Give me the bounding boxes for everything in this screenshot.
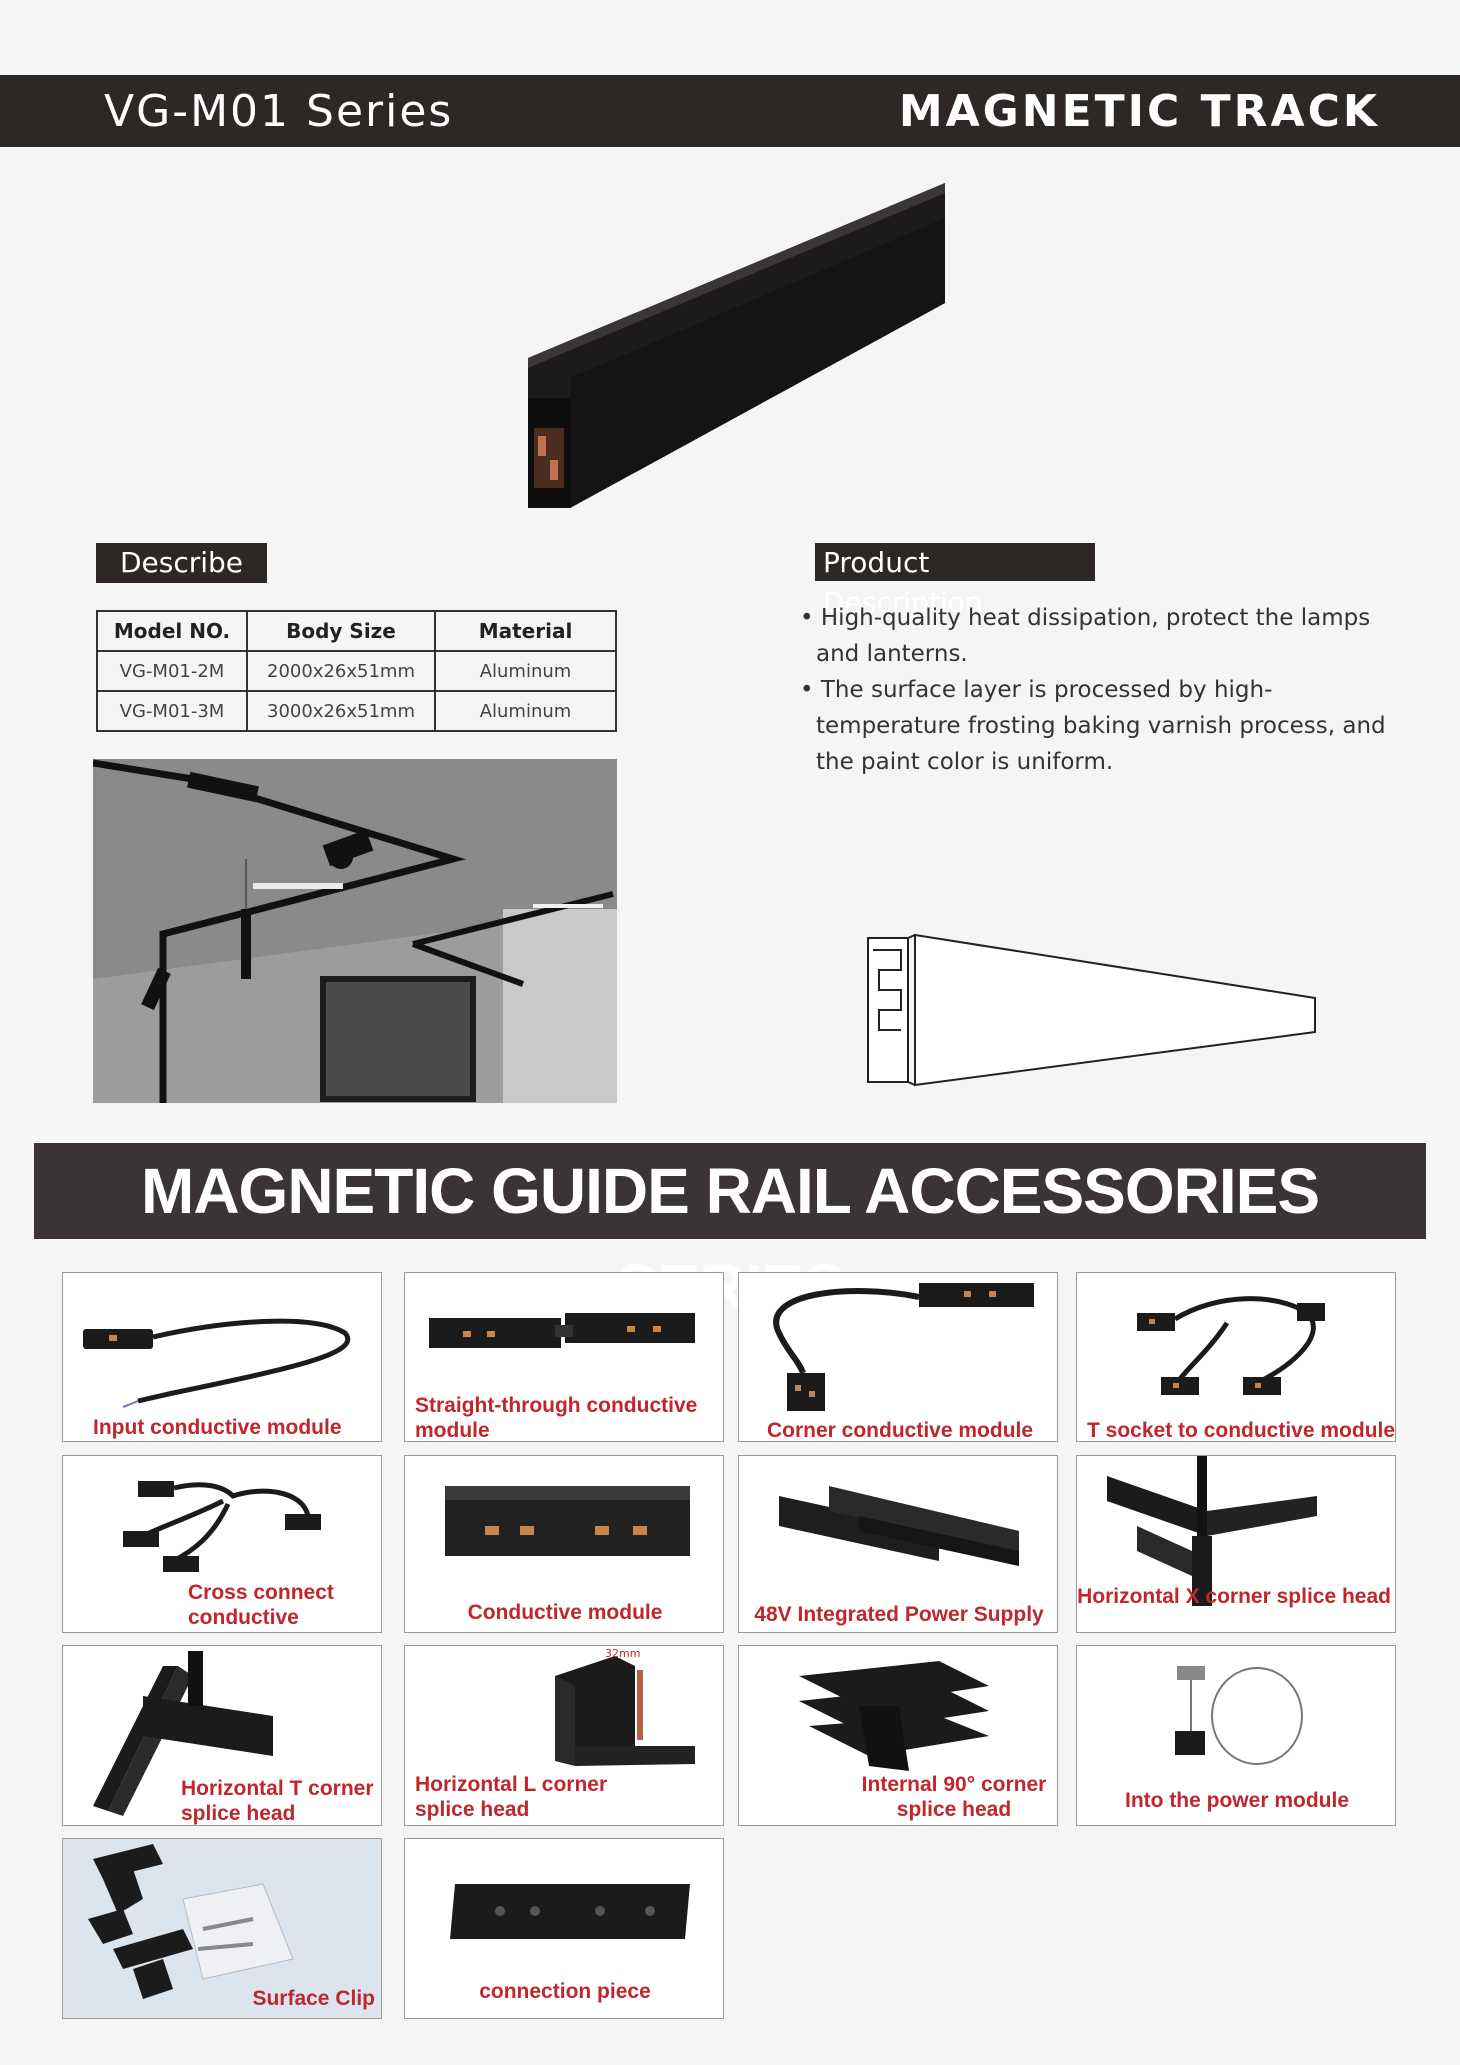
accessory-card-straight-through: Straight-through conductive module bbox=[404, 1272, 724, 1442]
accessory-image bbox=[779, 1486, 1019, 1566]
accessory-caption: Horizontal X corner splice head bbox=[1077, 1585, 1391, 1608]
accessory-image bbox=[1137, 1296, 1325, 1395]
column-header: Model NO. bbox=[96, 610, 248, 652]
accessory-image: 32mm bbox=[555, 1647, 695, 1766]
accessory-image bbox=[1107, 1456, 1317, 1606]
table-row: VG-M01-2M 2000x26x51mm Aluminum bbox=[96, 650, 617, 692]
dimension-label: 32mm bbox=[605, 1647, 640, 1660]
accessory-card-corner-conductive-module: Corner conductive module bbox=[738, 1272, 1058, 1442]
accessory-card-surface-clip: Surface Clip bbox=[62, 1838, 382, 2019]
track-profile-drawing bbox=[867, 933, 1316, 1087]
accessory-image bbox=[123, 1481, 321, 1572]
accessory-image bbox=[799, 1661, 989, 1771]
accessory-image bbox=[63, 1839, 381, 2018]
accessory-card-horizontal-t-corner: Horizontal T corner splice head bbox=[62, 1645, 382, 1826]
accessory-caption: Straight-through conductive module bbox=[415, 1394, 698, 1442]
column-header: Body Size bbox=[246, 610, 436, 652]
accessory-card-horizontal-l-corner: 32mm Horizontal L corner splice head bbox=[404, 1645, 724, 1826]
track-product-image bbox=[528, 183, 945, 508]
table-cell: Aluminum bbox=[434, 650, 617, 692]
table-cell: VG-M01-3M bbox=[96, 690, 248, 732]
accessory-image bbox=[1175, 1666, 1303, 1765]
accessory-caption: connection piece bbox=[479, 1980, 651, 2003]
accessory-card-input-conductive-module: Input conductive module bbox=[62, 1272, 382, 1442]
table-cell: VG-M01-2M bbox=[96, 650, 248, 692]
accessory-card-conductive-module: Conductive module bbox=[404, 1455, 724, 1633]
accessory-caption: 48V Integrated Power Supply bbox=[754, 1603, 1044, 1626]
accessory-image bbox=[773, 1283, 1034, 1411]
accessory-card-connection-piece: connection piece bbox=[404, 1838, 724, 2019]
accessory-card-internal-90-corner: Internal 90° corner splice head bbox=[738, 1645, 1058, 1826]
accessory-image bbox=[450, 1884, 690, 1939]
accessory-image bbox=[429, 1313, 695, 1348]
accessory-image bbox=[93, 1651, 273, 1816]
table-row: VG-M01-3M 3000x26x51mm Aluminum bbox=[96, 690, 617, 732]
accessory-image bbox=[445, 1486, 690, 1556]
description-bullet: • High-quality heat dissipation, protect… bbox=[800, 605, 1371, 667]
category-title: MAGNETIC TRACK bbox=[898, 86, 1380, 137]
accessory-caption: Surface Clip bbox=[252, 1987, 375, 2010]
accessory-caption: Input conductive module bbox=[93, 1416, 342, 1439]
installation-photo bbox=[93, 759, 617, 1103]
accessory-card-cross-connect: Cross connect conductive module bbox=[62, 1455, 382, 1633]
product-description-label: Product Description bbox=[815, 543, 1095, 619]
column-header: Material bbox=[434, 610, 617, 652]
table-cell: 2000x26x51mm bbox=[246, 650, 436, 692]
table-cell: 3000x26x51mm bbox=[246, 690, 436, 732]
accessories-banner bbox=[34, 1143, 1426, 1239]
header-bar bbox=[0, 75, 1460, 147]
accessory-caption: Into the power module bbox=[1125, 1789, 1349, 1812]
accessory-card-horizontal-x-corner: Horizontal X corner splice head bbox=[1076, 1455, 1396, 1633]
description-list: • High-quality heat dissipation, protect… bbox=[800, 600, 1400, 780]
accessory-caption: Horizontal T corner splice head bbox=[181, 1777, 374, 1825]
accessory-caption: Internal 90° corner splice head bbox=[861, 1773, 1047, 1821]
accessory-card-48v-power-supply: 48V Integrated Power Supply bbox=[738, 1455, 1058, 1633]
series-title: VG-M01 Series bbox=[104, 86, 454, 137]
accessory-caption: Corner conductive module bbox=[767, 1419, 1034, 1442]
accessories-title: MAGNETIC GUIDE RAIL ACCESSORIES SERIES bbox=[141, 1155, 1320, 1323]
accessory-caption: Horizontal L corner splice head bbox=[415, 1773, 608, 1821]
accessory-card-power-module: Into the power module bbox=[1076, 1645, 1396, 1826]
accessory-card-t-socket: T socket to conductive module bbox=[1076, 1272, 1396, 1442]
description-bullet: • The surface layer is processed by high… bbox=[800, 677, 1386, 775]
accessory-caption: Conductive module bbox=[467, 1601, 663, 1624]
accessory-image bbox=[83, 1318, 351, 1408]
describe-label: Describe bbox=[96, 543, 267, 583]
spec-table: Model NO. Body Size Material VG-M01-2M 2… bbox=[96, 610, 617, 732]
accessory-caption: T socket to conductive module bbox=[1087, 1419, 1396, 1442]
accessory-caption: Cross connect conductive module bbox=[188, 1581, 334, 1632]
table-cell: Aluminum bbox=[434, 690, 617, 732]
